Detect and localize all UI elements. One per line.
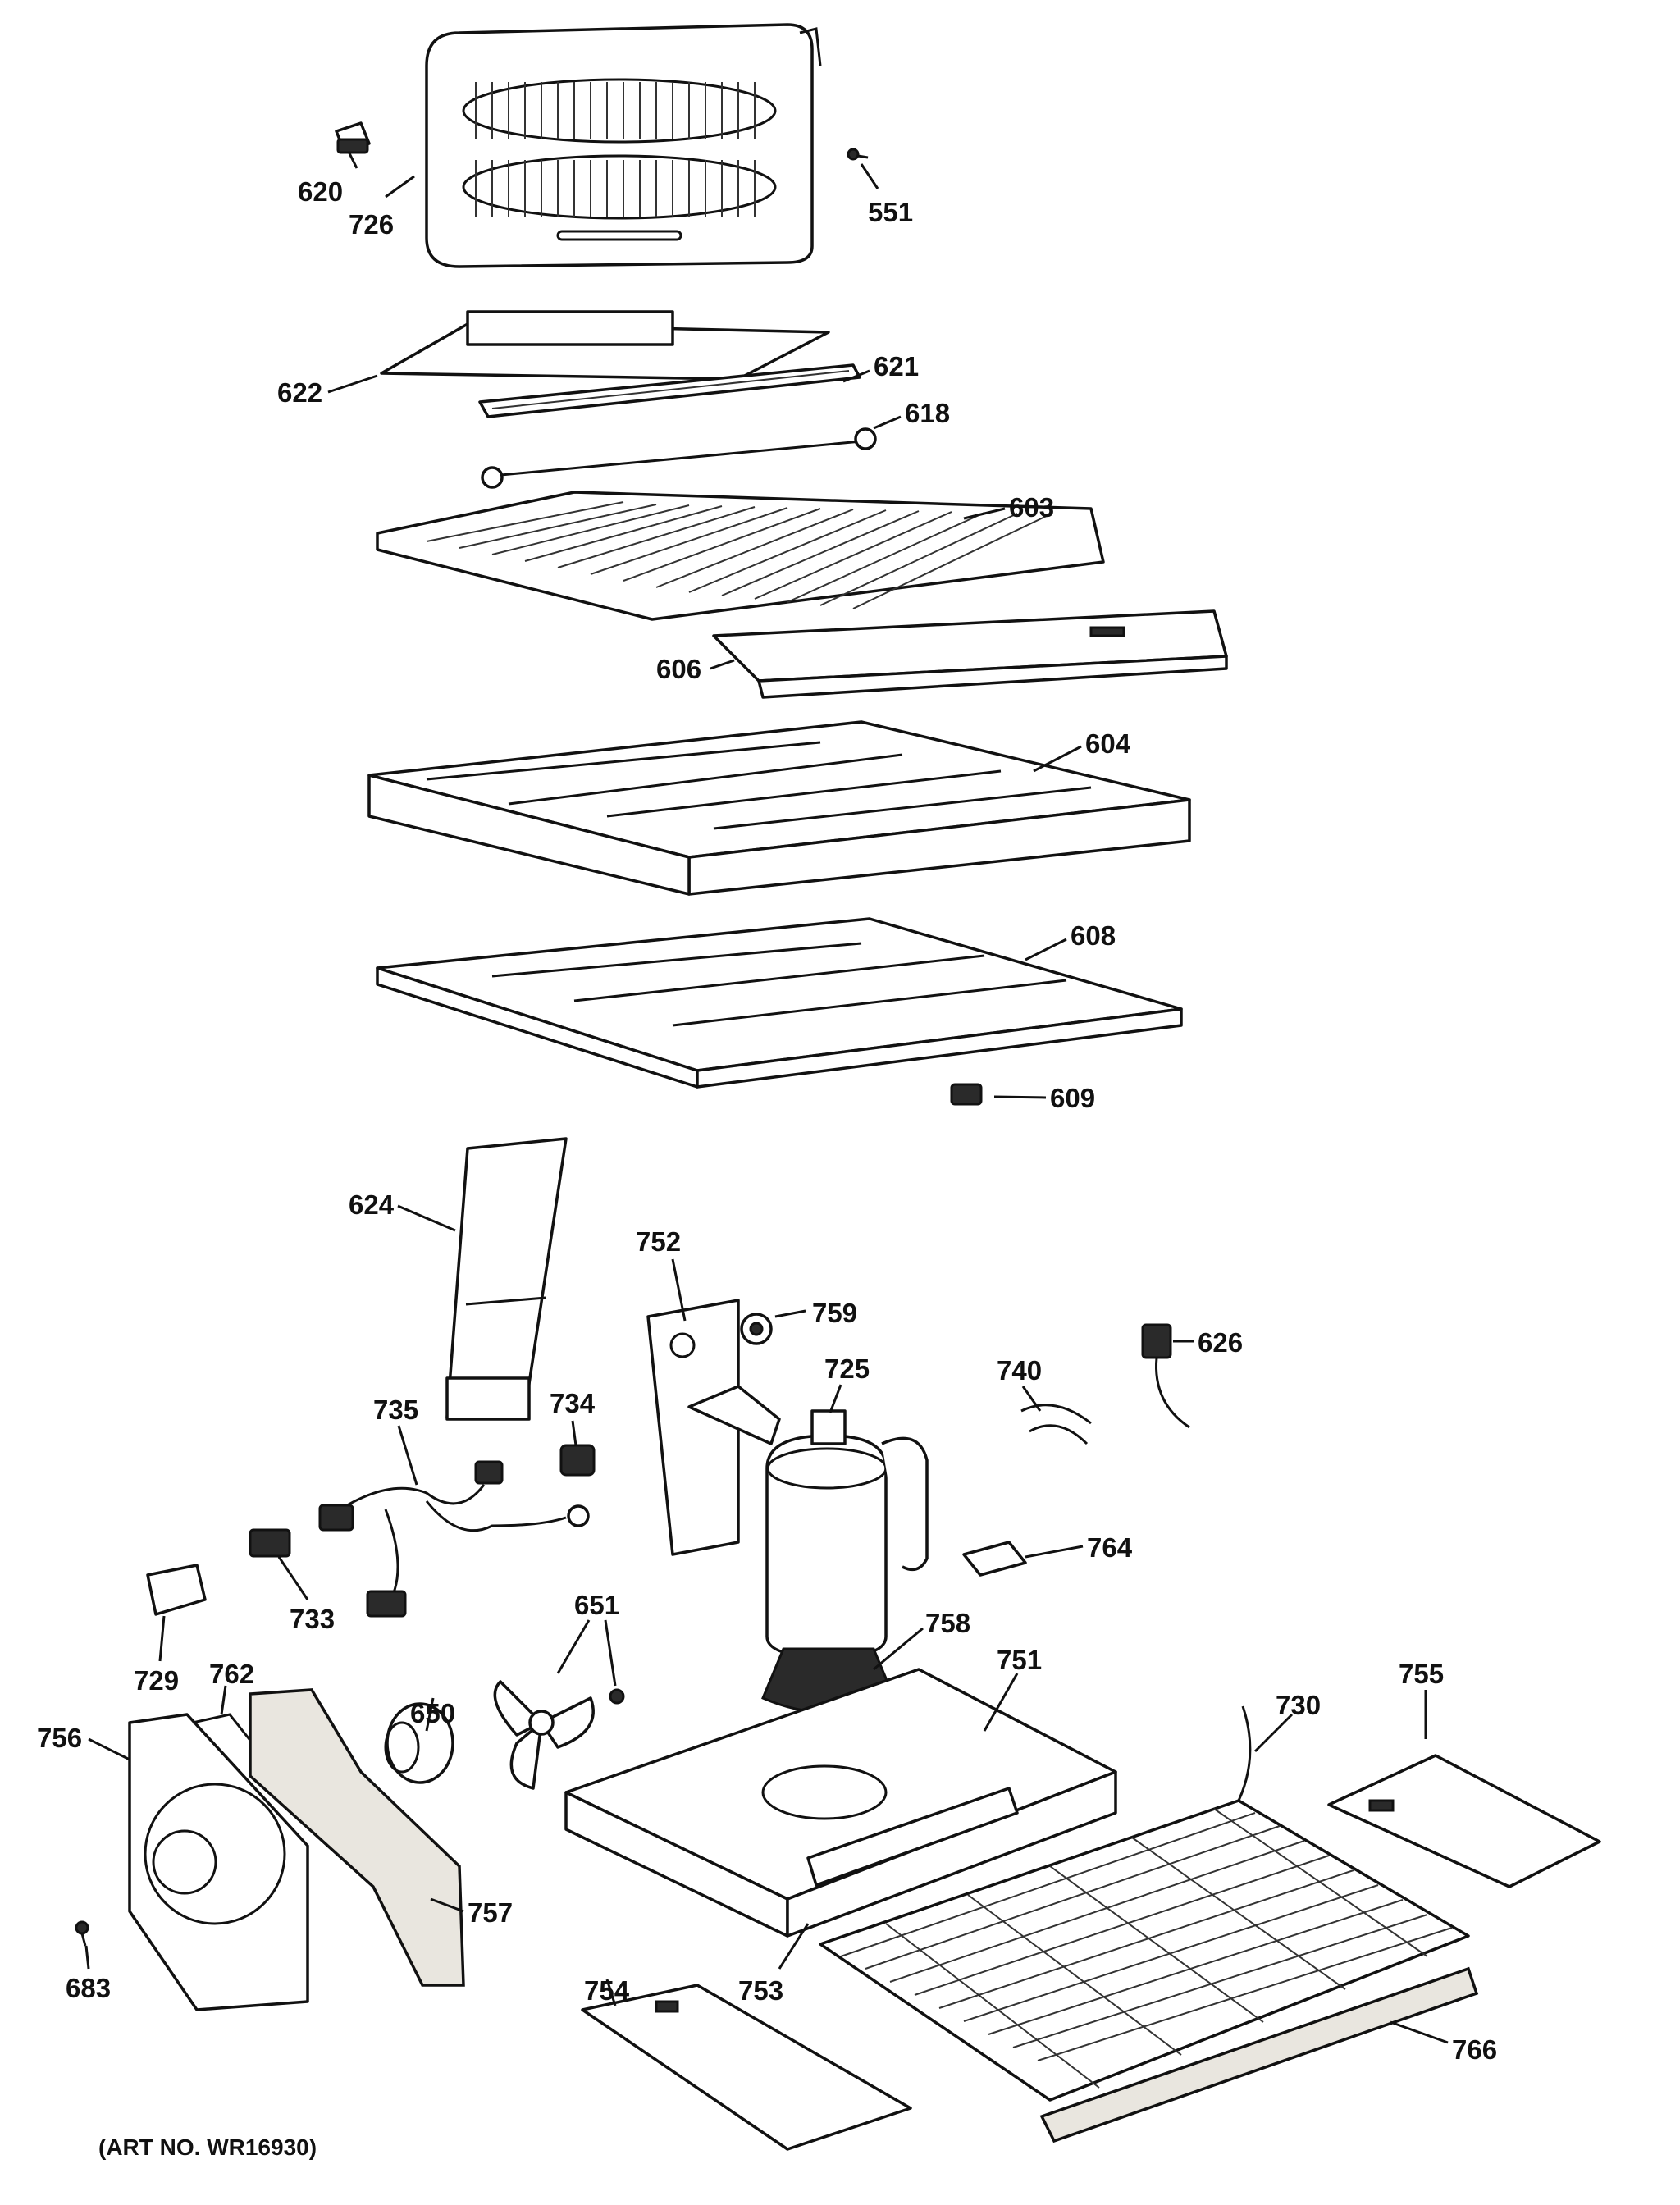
- pan-608: [376, 917, 1183, 1089]
- callout-624: 624: [349, 1189, 395, 1220]
- cover-754: [581, 1984, 912, 2151]
- callout-753: 753: [738, 1975, 783, 2006]
- callout-730: 730: [1276, 1690, 1321, 1720]
- pad-766: [1039, 1966, 1479, 2143]
- harness-735: [318, 1460, 590, 1618]
- shroud-756: [128, 1713, 309, 2011]
- clip-609: [950, 1083, 983, 1106]
- fan-motor-650: [384, 1702, 454, 1784]
- callout-740: 740: [997, 1355, 1042, 1386]
- callout-labels: 620 726 551 622 621 618 603 606 604 608 …: [37, 176, 1497, 2065]
- grommet-759: [740, 1312, 773, 1345]
- callout-608: 608: [1071, 920, 1116, 951]
- shelf-603: [376, 491, 1105, 621]
- callout-756: 756: [37, 1723, 82, 1753]
- callout-621: 621: [874, 351, 919, 381]
- channel-753: [806, 1787, 1019, 1887]
- base-pan-751: [564, 1668, 1117, 1938]
- fan-blade-651: [493, 1680, 625, 1790]
- callout-683: 683: [66, 1973, 111, 2003]
- screw-683: [75, 1920, 89, 1947]
- switch-733: [249, 1528, 291, 1558]
- cover-755: [1327, 1754, 1601, 1888]
- callout-609: 609: [1050, 1083, 1095, 1113]
- tray-606: [712, 609, 1228, 699]
- callout-757: 757: [468, 1897, 513, 1928]
- relay-729: [146, 1564, 207, 1616]
- rod-618: [481, 427, 877, 489]
- callout-620: 620: [298, 176, 343, 207]
- spring-740: [1020, 1404, 1092, 1445]
- callout-755: 755: [1399, 1659, 1444, 1689]
- callout-759: 759: [812, 1298, 857, 1328]
- callout-729: 729: [134, 1665, 179, 1696]
- screw-551: [847, 148, 869, 161]
- callout-752: 752: [636, 1226, 681, 1257]
- deflector-622: [380, 310, 830, 381]
- bracket-752: [646, 1299, 781, 1556]
- plate-764: [962, 1541, 1027, 1577]
- evaporator-coil-726: [425, 23, 822, 268]
- compressor-725: [765, 1409, 929, 1659]
- callout-650: 650: [410, 1698, 455, 1728]
- callout-626: 626: [1198, 1327, 1243, 1358]
- knob-620: [335, 121, 371, 154]
- duct-624: [445, 1137, 568, 1421]
- callout-762: 762: [209, 1659, 254, 1689]
- callout-766: 766: [1452, 2034, 1497, 2065]
- callout-726: 726: [349, 209, 394, 240]
- callout-764: 764: [1087, 1532, 1133, 1563]
- callout-551: 551: [868, 197, 913, 227]
- callout-735: 735: [373, 1395, 418, 1425]
- leader-lines: [84, 151, 1449, 2044]
- callout-751: 751: [997, 1645, 1042, 1675]
- callout-725: 725: [824, 1354, 870, 1384]
- callout-606: 606: [656, 654, 701, 684]
- callout-618: 618: [905, 398, 950, 428]
- callout-604: 604: [1085, 728, 1131, 759]
- condenser-730: [819, 1705, 1470, 2102]
- cord-626: [1141, 1323, 1190, 1429]
- art-number: (ART NO. WR16930): [98, 2134, 317, 2160]
- callout-733: 733: [290, 1604, 335, 1634]
- heater-621: [478, 363, 861, 418]
- callout-651: 651: [574, 1590, 619, 1620]
- callout-622: 622: [277, 377, 322, 408]
- callout-758: 758: [925, 1608, 970, 1638]
- callout-734: 734: [550, 1388, 596, 1418]
- connector-734: [559, 1444, 596, 1477]
- callout-603: 603: [1009, 492, 1054, 523]
- callout-754: 754: [584, 1975, 630, 2006]
- baffle-757: [249, 1688, 465, 1987]
- frame-604: [368, 720, 1191, 896]
